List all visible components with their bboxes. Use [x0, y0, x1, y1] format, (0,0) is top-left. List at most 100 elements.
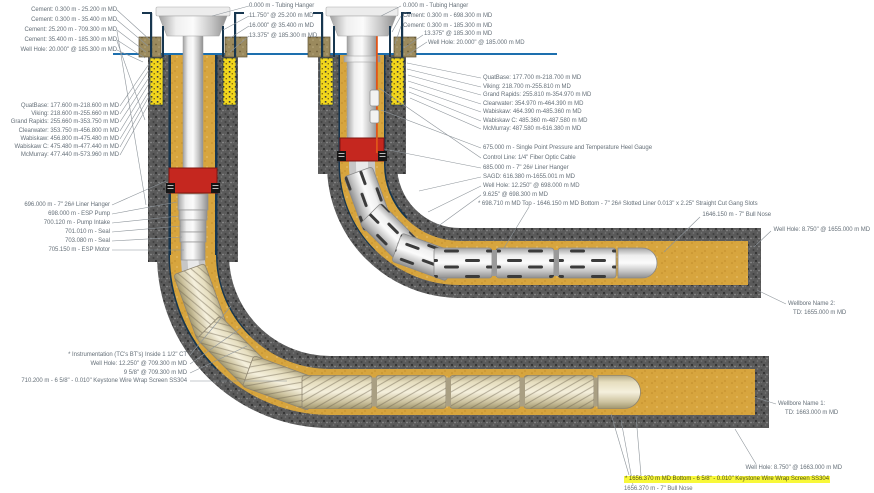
leader-line: [226, 25, 250, 41]
leader-line: [753, 230, 772, 248]
label-w1-esp-motor: 705.150 m - ESP Motor: [48, 247, 110, 253]
leader-line: [418, 176, 482, 192]
label-wellbore-2-name: Wellbore Name 2:: [788, 301, 836, 307]
label-w1-casing-13375: 13.375" @ 185.300 m MD: [249, 33, 318, 39]
w2-tubing-collar: [343, 55, 381, 63]
leader-lines: [111, 5, 787, 486]
label-w1-esp-pump: 698.000 m - ESP Pump: [48, 211, 110, 217]
w1-esp-assembly[interactable]: [177, 193, 209, 261]
wellbore-1-graphic: [138, 6, 769, 428]
leader-line: [211, 5, 250, 17]
w2-tubing: [346, 32, 378, 142]
label-w2-fm-mcmurray: McMurray: 487.580 m-616.380 m MD: [483, 126, 582, 132]
label-w1-cement-d: Cement: 35.400 m - 185.300 m MD: [24, 37, 118, 43]
label-w1-fm-wabiskaw: Wabiskaw: 456.800 m-475.480 m MD: [20, 136, 119, 142]
label-w1-wellhole-12250: Well Hole: 12.250" @ 709.300 m MD: [90, 361, 187, 367]
leader-line: [119, 97, 153, 156]
leader-line: [222, 15, 250, 31]
leader-line: [406, 41, 428, 56]
leader-line: [189, 327, 242, 365]
w2-wellhead[interactable]: [307, 6, 417, 58]
leader-line: [189, 305, 232, 356]
w2-gauge-carriers[interactable]: [369, 89, 380, 124]
leader-line: [229, 35, 250, 53]
label-w2-slotted-liner: * 698.710 m MD Top - 1646.150 m MD Botto…: [478, 201, 758, 207]
leader-line: [403, 34, 424, 49]
label-w2-fm-clearwater: Clearwater: 354.970 m-464.390 m MD: [483, 101, 584, 107]
label-w1-pump-intake: 700.120 m - Pump Intake: [43, 220, 110, 226]
label-w2-wellhole-td: Well Hole: 8.750" @ 1655.000 m MD: [773, 227, 870, 233]
label-w1-fm-mcmurray: McMurray: 477.440 m-573.960 m MD: [20, 152, 119, 158]
leader-line: [111, 215, 180, 224]
label-w2-fm-wabiskaw: Wabiskaw: 464.390 m-485.360 m MD: [483, 109, 582, 115]
leader-line: [663, 216, 701, 253]
w2-rock-endcap: [748, 228, 761, 298]
leader-line: [116, 30, 147, 206]
w2-liner-hanger-packer[interactable]: [337, 137, 387, 162]
leader-line: [408, 91, 482, 122]
leader-line: [380, 109, 482, 149]
leader-line: [119, 63, 150, 107]
leader-line: [391, 15, 402, 33]
label-w1-instrumentation: * Instrumentation (TC's BT's) Inside 1 1…: [68, 352, 187, 358]
w1-wire-wrap-screen[interactable]: [173, 263, 599, 411]
w1-bull-nose-shape[interactable]: [597, 375, 641, 409]
leader-line: [503, 206, 530, 249]
leader-line: [753, 396, 777, 405]
label-w2-control-line: Control Line: 1/4" Fiber Optic Cable: [483, 155, 576, 161]
label-w1-casing-16000: 16.000" @ 35.400 m MD: [249, 23, 314, 29]
leader-line: [111, 225, 182, 233]
label-w2-wellhole-12250: Well Hole: 12.250" @ 698.000 m MD: [483, 183, 580, 189]
leader-line: [119, 75, 151, 123]
label-w2-liner-hanger: 685.000 m - 7" 26# Liner Hanger: [483, 165, 569, 171]
leader-line: [734, 428, 757, 465]
label-w1-cement-b: Cement: 0.300 m - 35.400 m MD: [31, 17, 117, 23]
leader-line: [406, 68, 482, 88]
leader-line: [116, 49, 144, 63]
label-w1-fm-clearwater: Clearwater: 353.750 m-456.800 m MD: [18, 128, 119, 134]
label-w2-casing-13375: 13.375" @ 185.300 m MD: [424, 31, 493, 37]
label-w1-screen-selected[interactable]: * 1656.370 m MD Bottom - 6 5/8" - 0.010"…: [624, 476, 830, 483]
leader-line: [406, 62, 482, 79]
leader-line: [116, 9, 151, 41]
label-w1-fm-quatbase: QuatBase: 177.600 m-218.600 m MD: [20, 103, 119, 109]
leader-line: [635, 415, 642, 476]
leader-line: [756, 289, 787, 305]
leader-line: [116, 39, 146, 59]
label-w1-liner-hanger: 696.000 m - 7" 26# Liner Hanger: [24, 202, 110, 208]
label-wellbore-1-name: Wellbore Name 1:: [778, 401, 826, 407]
w1-cement-left: [149, 57, 164, 106]
label-w1-wellhole-surface: Well Hole: 20.000" @ 185.300 m MD: [20, 47, 117, 53]
leader-line: [116, 29, 147, 53]
label-w2-fm-quatbase: QuatBase: 177.700 m-218.700 m MD: [483, 75, 582, 81]
label-w2-cement-b: Cement: 0.300 m - 185.300 m MD: [403, 23, 493, 29]
leader-line: [610, 413, 630, 476]
label-w2-fm-grand-rapids: Grand Rapids: 255.810 m-354.970 m MD: [483, 92, 592, 98]
w2-slotted-liner-segments[interactable]: [344, 167, 617, 281]
leader-line: [116, 19, 149, 47]
w2-control-line-fiber: [376, 13, 378, 153]
label-w1-wellhole-td: Well Hole: 8.750" @ 1663.000 m MD: [745, 465, 842, 471]
label-w1-casing-11750: 11.750" @ 25.200 m MD: [249, 13, 314, 19]
label-w1-fm-viking: Viking: 218.600 m-255.660 m MD: [31, 111, 119, 117]
label-w1-seal-2: 703.080 m - Seal: [65, 238, 110, 244]
label-w1-casing-958: 9 5/8" @ 709.300 m MD: [123, 370, 187, 376]
leader-line: [111, 201, 178, 215]
label-w1-cement-a: Cement: 0.300 m - 25.200 m MD: [31, 7, 117, 13]
leader-line: [111, 180, 167, 206]
leader-line: [111, 236, 183, 242]
leader-line: [119, 69, 150, 115]
leader-line: [427, 185, 482, 213]
leader-line: [436, 194, 482, 228]
leader-line: [378, 87, 482, 159]
w1-liner-hanger-packer[interactable]: [166, 167, 220, 194]
label-w2-wellhole-surface: Well Hole: 20.000" @ 185.000 m MD: [428, 40, 525, 46]
label-wellbore-1-td: TD: 1663.000 m MD: [785, 410, 839, 416]
w2-cement-right: [390, 57, 405, 106]
wellbore-2-graphic: [307, 6, 761, 298]
leader-line: [189, 345, 248, 374]
label-w2-bull-nose: 1646.150 m - 7" Bull Nose: [702, 212, 771, 218]
w2-bull-nose-shape[interactable]: [617, 247, 658, 279]
